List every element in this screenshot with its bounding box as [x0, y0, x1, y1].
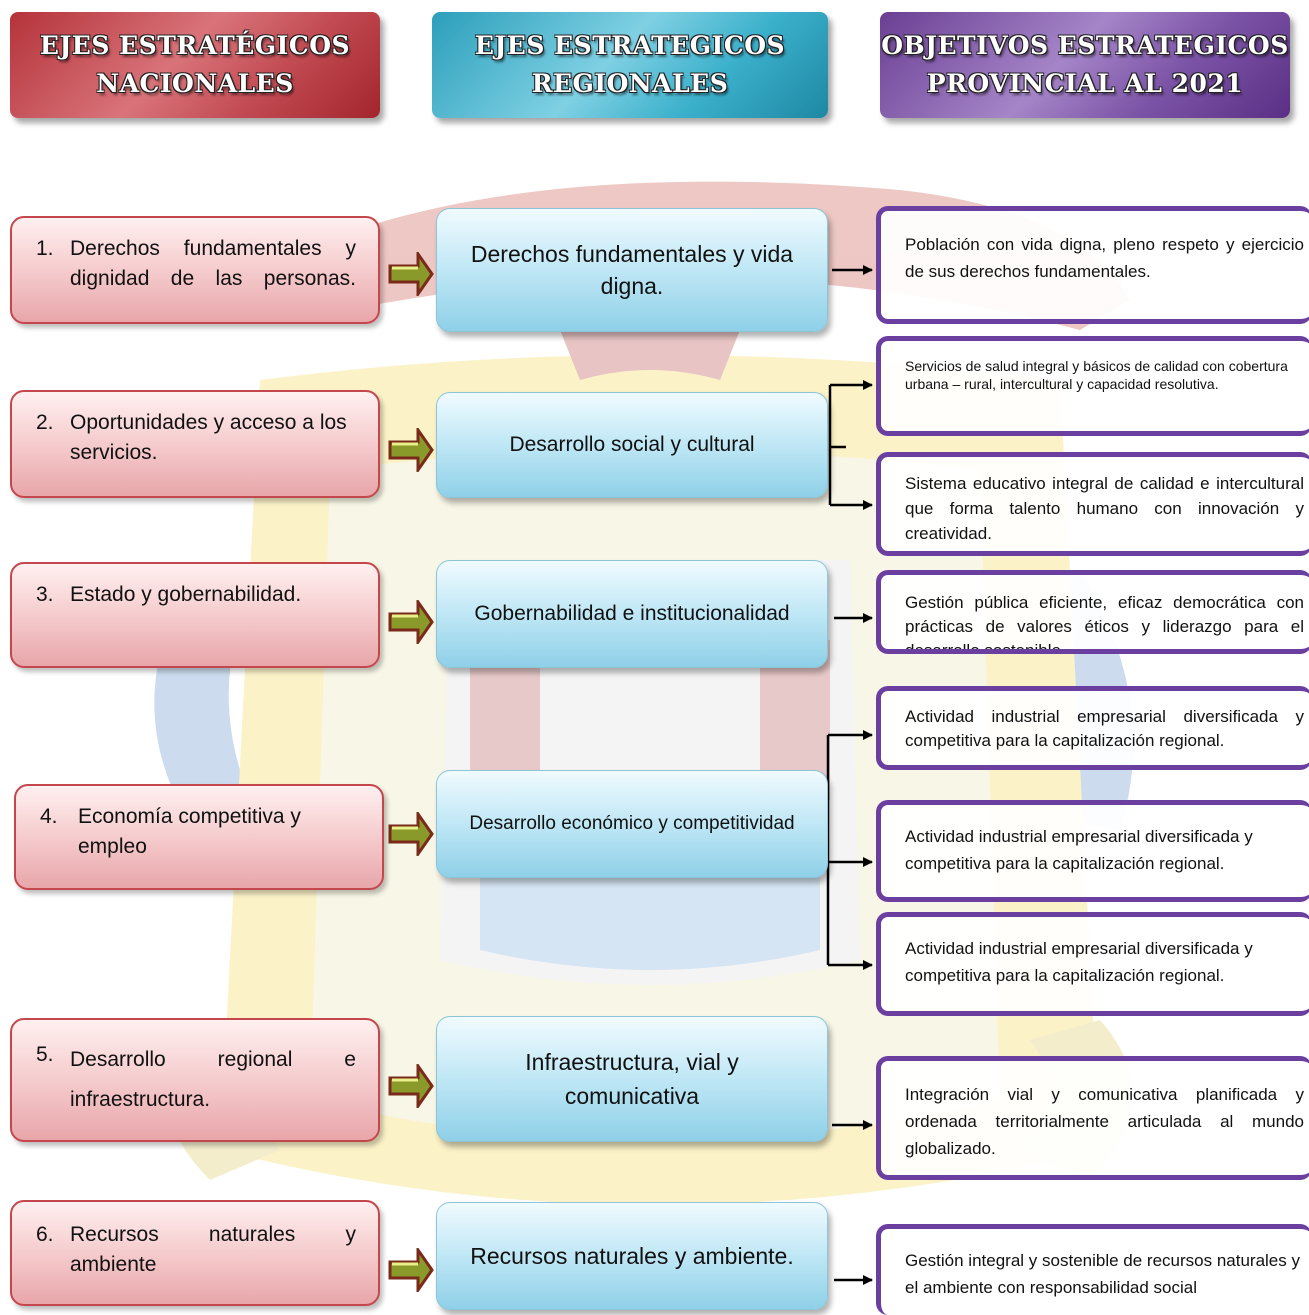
objective-9: Gestión integral y sostenible de recurso…: [876, 1224, 1309, 1315]
national-axis-label: Recursos naturales y ambiente: [70, 1223, 356, 1276]
header-national-line2: NACIONALES: [96, 69, 294, 98]
regional-axis-1: Derechos fundamentales y vida digna.: [436, 208, 828, 332]
national-axis-6: 6. Recursos naturales y ambiente: [10, 1200, 380, 1306]
national-axis-1: 1. Derechos fundamentales y dignidad de …: [10, 216, 380, 324]
regional-axis-6: Recursos naturales y ambiente.: [436, 1202, 828, 1310]
block-arrow-1: [388, 252, 434, 296]
header-provincial-line2: PROVINCIAL AL 2021: [926, 69, 1244, 98]
objective-text: Población con vida digna, pleno respeto …: [905, 235, 1304, 281]
national-axis-5: 5. Desarrollo regional e infraestructura…: [10, 1018, 380, 1142]
regional-axis-label: Desarrollo social y cultural: [509, 433, 755, 456]
objective-text: Actividad industrial empresarial diversi…: [905, 827, 1253, 873]
objective-1: Población con vida digna, pleno respeto …: [876, 206, 1309, 324]
block-arrow-2: [388, 428, 434, 472]
objective-text: Sistema educativo integral de calidad e …: [905, 474, 1304, 543]
regional-axis-5: Infraestructura, vial y comunicativa: [436, 1016, 828, 1142]
regional-axis-label: Gobernabilidad e institucionalidad: [474, 602, 790, 625]
national-axis-number: 5.: [36, 1043, 54, 1066]
regional-axis-label: Infraestructura, vial y comunicativa: [525, 1049, 739, 1109]
header-provincial-line1: OBJETIVOS ESTRATEGICOS: [881, 31, 1289, 60]
regional-axis-label: Desarrollo económico y competitividad: [469, 813, 795, 834]
national-axis-number: 1.: [36, 237, 54, 260]
objective-5: Actividad industrial empresarial diversi…: [876, 686, 1309, 770]
objective-text: Gestión integral y sostenible de recurso…: [905, 1251, 1300, 1297]
regional-axis-4: Desarrollo económico y competitividad: [436, 770, 828, 878]
objective-text: Actividad industrial empresarial diversi…: [905, 707, 1304, 750]
national-axis-number: 2.: [36, 411, 54, 434]
national-axis-label: Derechos fundamentales y dignidad de las…: [70, 237, 356, 290]
header-national: EJES ESTRATÉGICOS NACIONALES: [10, 12, 380, 118]
objective-text: Integración vial y comunicativa planific…: [905, 1085, 1304, 1158]
national-axis-label: Desarrollo regional e infraestructura.: [70, 1048, 356, 1111]
block-arrow-6: [388, 1248, 434, 1292]
objective-3: Sistema educativo integral de calidad e …: [876, 452, 1309, 556]
national-axis-number: 3.: [36, 583, 54, 606]
header-regional-line1: EJES ESTRATEGICOS: [474, 31, 786, 60]
objective-text: Servicios de salud integral y básicos de…: [905, 358, 1288, 392]
national-axis-label: Estado y gobernabilidad.: [70, 583, 302, 606]
objective-4: Gestión pública eficiente, eficaz democr…: [876, 570, 1309, 654]
block-arrow-5: [388, 1064, 434, 1108]
regional-axis-2: Desarrollo social y cultural: [436, 392, 828, 498]
national-axis-4: 4. Economía competitiva y empleo: [14, 784, 384, 890]
header-regional-line2: REGIONALES: [531, 69, 729, 98]
regional-axis-label: Recursos naturales y ambiente.: [470, 1242, 794, 1269]
national-axis-label: Economía competitiva y empleo: [78, 805, 301, 858]
national-axis-2: 2. Oportunidades y acceso a los servicio…: [10, 390, 380, 498]
objective-6: Actividad industrial empresarial diversi…: [876, 800, 1309, 902]
national-axis-label: Oportunidades y acceso a los servicios.: [70, 411, 347, 464]
regional-axis-label: Derechos fundamentales y vida digna.: [470, 241, 794, 299]
objective-text: Actividad industrial empresarial diversi…: [905, 939, 1253, 985]
national-axis-3: 3. Estado y gobernabilidad.: [10, 562, 380, 668]
objective-7: Actividad industrial empresarial diversi…: [876, 912, 1309, 1016]
header-regional: EJES ESTRATEGICOS REGIONALES: [432, 12, 828, 118]
objective-text: Gestión pública eficiente, eficaz democr…: [905, 593, 1304, 654]
block-arrow-3: [388, 600, 434, 644]
objective-8: Integración vial y comunicativa planific…: [876, 1056, 1309, 1180]
objective-2: Servicios de salud integral y básicos de…: [876, 336, 1309, 436]
block-arrow-4: [388, 812, 434, 856]
national-axis-number: 4.: [40, 805, 58, 828]
header-provincial: OBJETIVOS ESTRATEGICOS PROVINCIAL AL 2021: [880, 12, 1290, 118]
regional-axis-3: Gobernabilidad e institucionalidad: [436, 560, 828, 668]
header-national-line1: EJES ESTRATÉGICOS: [39, 31, 351, 60]
national-axis-number: 6.: [36, 1223, 54, 1246]
